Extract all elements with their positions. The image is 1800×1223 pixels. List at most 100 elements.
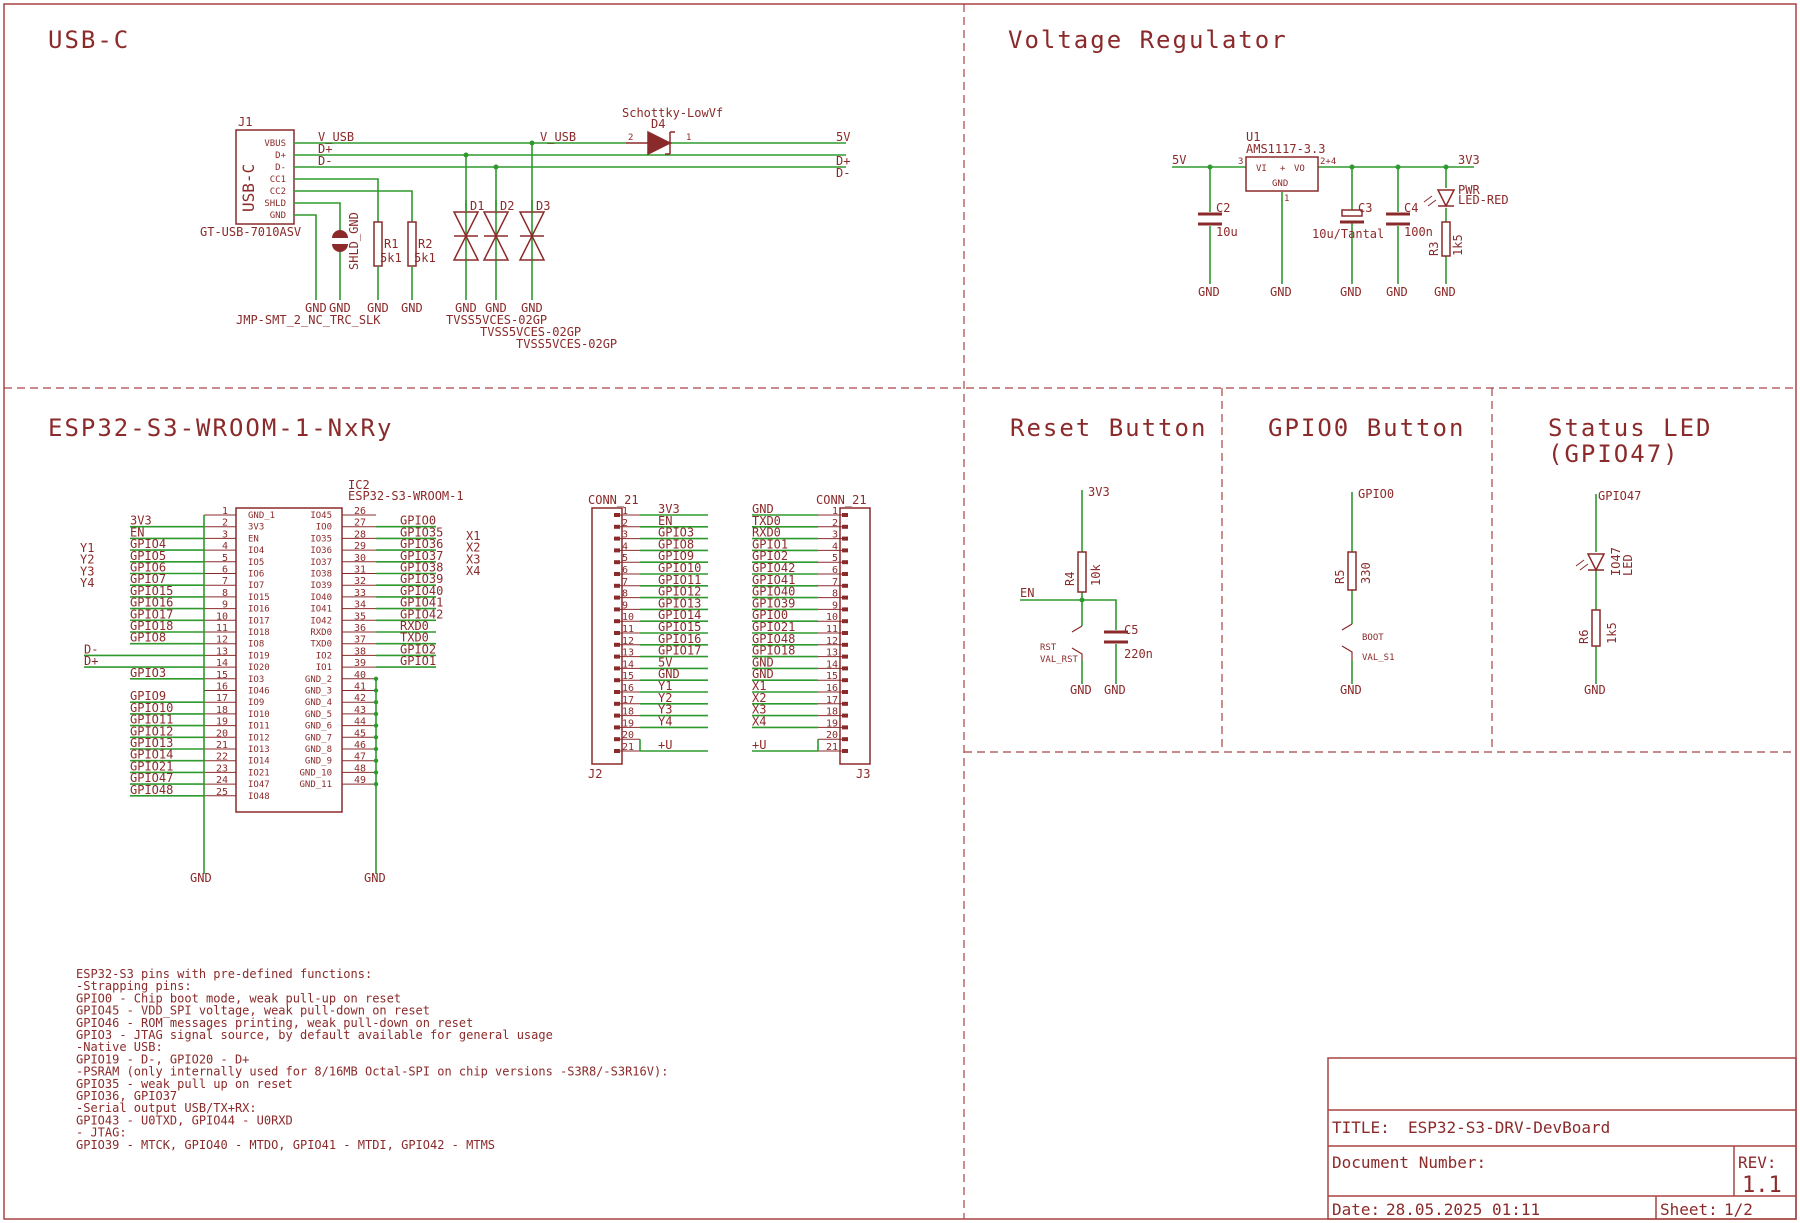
svg-text:GPIO16: GPIO16 <box>658 632 701 646</box>
svg-text:9: 9 <box>832 600 838 611</box>
svg-text:X1: X1 <box>752 679 766 693</box>
note-line-5: GPIO46 - ROM messages printing, weak pul… <box>76 1016 473 1030</box>
svg-text:5: 5 <box>622 553 628 564</box>
j2-ref: J2 <box>588 767 602 781</box>
svg-text:GPIO9: GPIO9 <box>130 689 166 703</box>
svg-text:5k1: 5k1 <box>414 251 436 265</box>
svg-text:IO35: IO35 <box>310 534 332 544</box>
svg-text:C5: C5 <box>1124 623 1138 637</box>
diode-d4: Schottky-LowVf D4 2 1 <box>622 106 723 156</box>
svg-text:14: 14 <box>622 659 634 670</box>
reset-gnd-1: GND <box>1070 683 1092 697</box>
svg-text:VAL_S1: VAL_S1 <box>1362 653 1395 663</box>
sheet-frame <box>3 3 1797 1220</box>
svg-text:9: 9 <box>222 600 228 611</box>
note-line-10: GPIO35 - weak pull up on reset <box>76 1077 293 1091</box>
j2-pin-19: 19 Y4 <box>614 714 708 730</box>
esp-label-y1: Y1 <box>80 541 94 555</box>
svg-text:19: 19 <box>826 718 838 729</box>
j1-pin-cc2: CC2 <box>270 187 286 197</box>
svg-text:EN: EN <box>658 514 672 528</box>
svg-text:10: 10 <box>216 611 228 622</box>
resistor-r3: R3 1k5 <box>1427 221 1465 257</box>
svg-text:Y4: Y4 <box>658 714 672 728</box>
usb-connector-j1 <box>235 129 295 225</box>
gpio0-gnd: GND <box>1340 683 1362 697</box>
svg-text:GPIO40: GPIO40 <box>400 584 443 598</box>
label-dminus: D- <box>318 154 332 168</box>
svg-text:GPIO15: GPIO15 <box>130 584 173 598</box>
svg-text:32: 32 <box>354 576 366 587</box>
svg-text:IO5: IO5 <box>248 558 264 568</box>
svg-text:6: 6 <box>832 565 838 576</box>
svg-text:3: 3 <box>1238 157 1243 167</box>
section-title-usb: USB-C <box>48 26 130 54</box>
j1-pin-vbus: VBUS <box>264 139 286 149</box>
section-title-esp: ESP32-S3-WROOM-1-NxRy <box>48 414 393 442</box>
gpio0-net: GPIO0 <box>1358 487 1394 501</box>
net-r-gnd <box>377 266 413 300</box>
svg-text:35: 35 <box>354 611 366 622</box>
title-value: ESP32-S3-DRV-DevBoard <box>1408 1118 1610 1137</box>
svg-text:1: 1 <box>222 506 228 517</box>
svg-text:15: 15 <box>622 671 634 682</box>
svg-text:1: 1 <box>686 133 691 143</box>
svg-text:4: 4 <box>622 541 628 552</box>
svg-text:R5: R5 <box>1333 570 1347 584</box>
svg-text:X3: X3 <box>752 703 766 717</box>
reg-gnd-2: GND <box>1270 285 1292 299</box>
svg-text:IO20: IO20 <box>248 663 270 673</box>
label-5v: 5V <box>836 130 850 144</box>
svg-text:7: 7 <box>622 577 628 588</box>
svg-text:GPIO1: GPIO1 <box>400 654 436 668</box>
resistor-r1: R1 5k1 <box>373 221 402 267</box>
svg-text:GPIO13: GPIO13 <box>130 736 173 750</box>
svg-text:2+4: 2+4 <box>1320 157 1336 167</box>
svg-text:38: 38 <box>354 646 366 657</box>
docnum-label: Document Number: <box>1332 1153 1486 1172</box>
svg-text:IO10: IO10 <box>248 710 270 720</box>
svg-text:GND_1: GND_1 <box>248 511 275 521</box>
svg-text:13: 13 <box>622 648 634 659</box>
svg-text:5: 5 <box>832 553 838 564</box>
j1-pin-gnd: GND <box>270 211 286 221</box>
svg-text:20: 20 <box>622 730 634 741</box>
svg-text:19: 19 <box>622 718 634 729</box>
svg-text:IO0: IO0 <box>316 523 332 533</box>
date-value: 28.05.2025 01:11 <box>1386 1200 1540 1219</box>
svg-text:GPIO41: GPIO41 <box>400 596 443 610</box>
svg-text:8: 8 <box>222 588 228 599</box>
svg-text:33: 33 <box>354 588 366 599</box>
svg-text:GPIO48: GPIO48 <box>752 632 795 646</box>
svg-text:14: 14 <box>216 658 228 669</box>
svg-text:34: 34 <box>354 600 366 611</box>
svg-text:R4: R4 <box>1063 572 1077 586</box>
j1-pin-shld: SHLD <box>264 199 286 209</box>
j2-part: CONN_21 <box>588 493 639 507</box>
svg-text:330: 330 <box>1359 562 1373 584</box>
svg-text:TXD0: TXD0 <box>752 514 781 528</box>
svg-text:5: 5 <box>222 553 228 564</box>
svg-text:3: 3 <box>832 530 838 541</box>
note-line-2: -Strapping pins: <box>76 979 192 993</box>
svg-text:18: 18 <box>216 705 228 716</box>
svg-text:27: 27 <box>354 518 366 529</box>
